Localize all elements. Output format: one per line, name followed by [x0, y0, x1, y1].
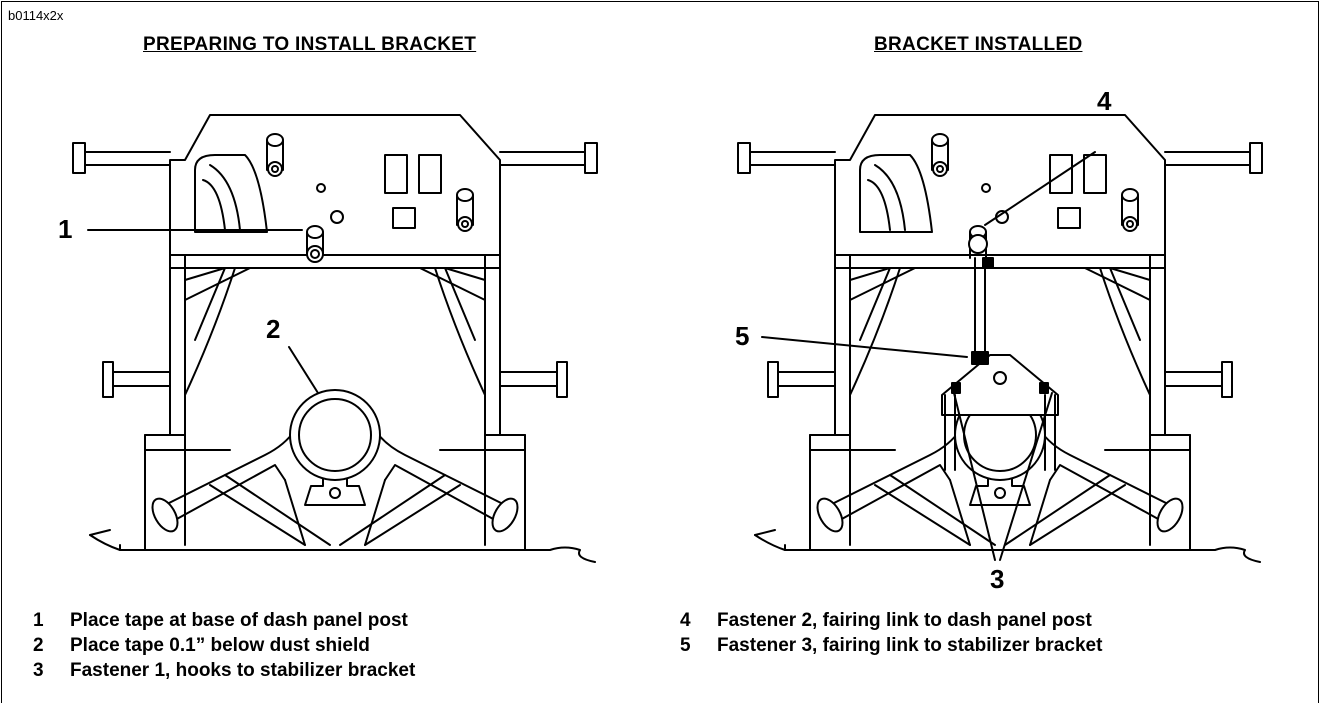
legend-num: 4: [680, 610, 691, 631]
legend-right: 4 Fastener 2, fairing link to dash panel…: [680, 608, 1102, 658]
callout-4: 4: [1097, 86, 1112, 116]
callout-2: 2: [266, 314, 280, 344]
callout-1: 1: [58, 214, 72, 244]
frame-top-border: [1, 1, 1319, 2]
legend-item: 3 Fastener 1, hooks to stabilizer bracke…: [33, 658, 415, 683]
legend-text: Fastener 1, hooks to stabilizer bracket: [70, 660, 416, 681]
legend-text: Fastener 2, fairing link to dash panel p…: [717, 610, 1092, 631]
legend-num: 5: [680, 635, 691, 656]
legend-num: 1: [33, 610, 44, 631]
legend-text: Fastener 3, fairing link to stabilizer b…: [717, 635, 1103, 656]
leader-line-5: [761, 336, 968, 358]
callout-5: 5: [735, 321, 749, 351]
legend-item: 1 Place tape at base of dash panel post: [33, 608, 415, 633]
left-diagram: [72, 114, 598, 563]
legend-item: 5 Fastener 3, fairing link to stabilizer…: [680, 633, 1102, 658]
image-code: b0114x2x: [8, 8, 64, 23]
left-panel-title: PREPARING TO INSTALL BRACKET: [143, 34, 477, 55]
legend-left: 1 Place tape at base of dash panel post …: [33, 608, 415, 683]
legend-num: 2: [33, 635, 44, 656]
leader-line-3a: [953, 392, 996, 561]
callout-3: 3: [990, 564, 1004, 594]
leader-line-2: [288, 346, 319, 394]
legend-item: 4 Fastener 2, fairing link to dash panel…: [680, 608, 1102, 633]
legend-text: Place tape 0.1” below dust shield: [70, 635, 370, 656]
right-panel-title: BRACKET INSTALLED: [874, 34, 1083, 55]
right-diagram: [737, 114, 1263, 563]
leader-line-3b: [999, 392, 1053, 561]
legend-num: 3: [33, 660, 44, 681]
legend-text: Place tape at base of dash panel post: [70, 610, 408, 631]
legend-item: 2 Place tape 0.1” below dust shield: [33, 633, 415, 658]
leader-line-4: [984, 151, 1096, 226]
